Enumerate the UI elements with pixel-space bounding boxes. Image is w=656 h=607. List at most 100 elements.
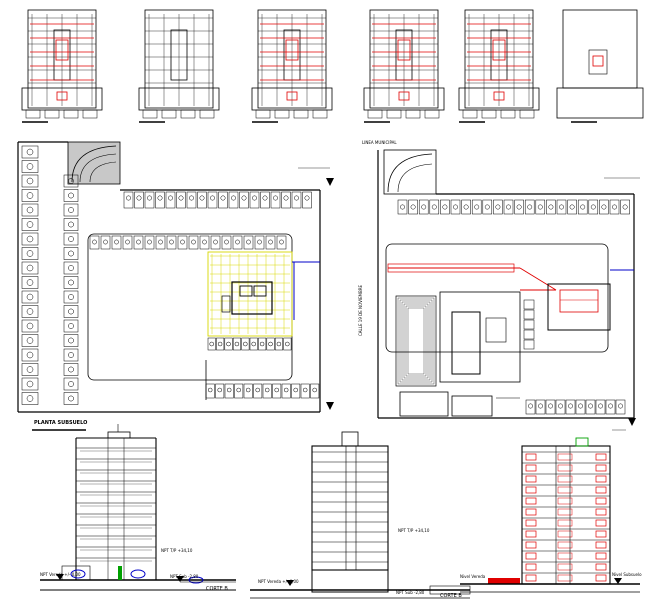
deck (485, 317, 507, 343)
red-service-box (387, 263, 515, 273)
parking-stall (21, 160, 39, 173)
level-marker (614, 578, 622, 584)
unit-red (595, 486, 607, 494)
elevator (253, 285, 267, 297)
stall-number (538, 403, 543, 409)
stall-number (68, 395, 74, 402)
thumb-core (170, 29, 188, 81)
stall-number (294, 195, 299, 201)
unit-red (595, 552, 607, 560)
parking-stall (63, 174, 79, 188)
stall-number (26, 192, 34, 199)
parking-stall (228, 191, 239, 209)
parking-stall (232, 337, 241, 351)
stall-number (410, 204, 416, 210)
stall-number (26, 395, 34, 402)
parking-stall (291, 191, 302, 209)
parking-stall (523, 329, 535, 340)
thumb-room (500, 109, 516, 119)
car-blue (130, 569, 146, 579)
section-left-title: CORTE B (206, 586, 228, 592)
parking-stall (166, 235, 177, 250)
pool-area (439, 291, 521, 383)
section-middle (250, 431, 471, 599)
thumb-red-core (285, 39, 299, 61)
parking-stall (205, 383, 215, 399)
unit-red (595, 530, 607, 538)
parking-stall (440, 199, 450, 215)
parking-stall (615, 399, 626, 415)
stall-number (235, 239, 240, 245)
stall-number (213, 239, 218, 245)
level-marker (326, 402, 334, 410)
thumb-red-stair (56, 91, 68, 101)
thumb-red-core (397, 39, 411, 61)
parking-stall (588, 199, 599, 215)
parking-stall (450, 199, 461, 215)
thumb-room (462, 109, 478, 119)
parking-stall (133, 235, 144, 250)
thumb-red-stair (493, 91, 505, 101)
level-marker (326, 178, 334, 186)
parking-stall (21, 319, 39, 333)
parking-stall (21, 203, 39, 217)
ramp-curve (71, 145, 117, 183)
parking-stall (232, 235, 243, 250)
stall-number (68, 221, 74, 228)
parking-stall (556, 199, 567, 215)
parking-stall (283, 337, 292, 351)
unit-red (525, 486, 537, 494)
stall-number (283, 387, 289, 393)
unit-red (525, 475, 537, 483)
unit-red (557, 552, 573, 560)
unit-red (595, 497, 607, 505)
stall-number (68, 250, 74, 257)
floor-plan-thumbnail (138, 9, 220, 123)
stall-number (612, 204, 617, 210)
ramp-outline (67, 141, 121, 185)
site-island (385, 243, 609, 353)
parking-stall (63, 363, 79, 376)
unit-red (525, 508, 537, 516)
stall-number (252, 195, 257, 201)
stall-number (259, 341, 265, 347)
parking-stall (585, 399, 596, 415)
unit-red (557, 563, 573, 571)
stall-number (26, 293, 34, 301)
stall-number (495, 204, 501, 210)
thumb-room (293, 109, 309, 119)
stall-number (548, 204, 554, 210)
parking-stall (21, 348, 39, 362)
stall-number (26, 308, 34, 315)
stall-number (147, 239, 152, 245)
stall-number (251, 341, 256, 347)
parking-stall (523, 299, 535, 310)
parking-stall (63, 392, 79, 405)
level-marker (286, 580, 294, 586)
stall-number (68, 308, 74, 315)
parking-stall (122, 235, 133, 250)
stall-number (268, 341, 273, 347)
parking-stall (535, 399, 546, 415)
parking-stall (577, 199, 588, 215)
thumb-room (161, 109, 177, 119)
stall-number (136, 239, 141, 245)
parking-stall (545, 399, 556, 415)
stall-number (246, 239, 251, 245)
parking-stall (609, 199, 620, 215)
thumb-room (180, 109, 196, 119)
ramp-curve (397, 163, 433, 193)
stall-number (191, 239, 196, 245)
parking-stall (523, 339, 535, 350)
stall-number (421, 204, 427, 210)
parking-stall (397, 199, 408, 215)
parking-stall (111, 235, 122, 250)
parking-stall (224, 337, 233, 351)
tower-footprint (547, 283, 611, 331)
ground-red-zone (488, 578, 520, 584)
parking-stall (234, 383, 244, 399)
parking-plan-left (17, 141, 334, 431)
stall-number (26, 337, 34, 344)
stall-number (168, 195, 173, 201)
